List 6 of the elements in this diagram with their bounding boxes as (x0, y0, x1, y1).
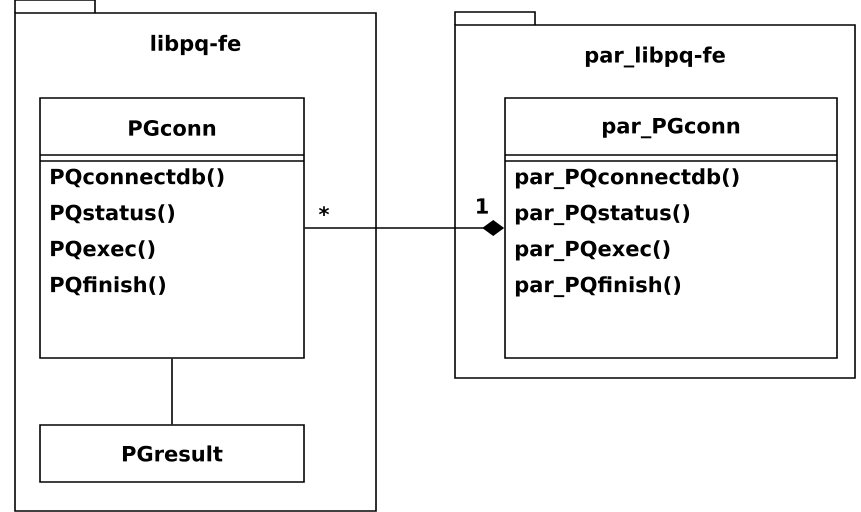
multiplicity-label: 1 (477, 198, 488, 214)
class-box: par_PGconn par_PQconnectdb() par_PQstatus() par_PQexec() par_PQfinish() (504, 97, 838, 359)
class-box: PGconn PQconnectdb() PQstatus() PQexec() PQfinish() (39, 97, 305, 359)
connector-line (171, 358, 173, 424)
class-box: PGresult (39, 424, 305, 483)
multiplicity-label: * (318, 206, 330, 216)
